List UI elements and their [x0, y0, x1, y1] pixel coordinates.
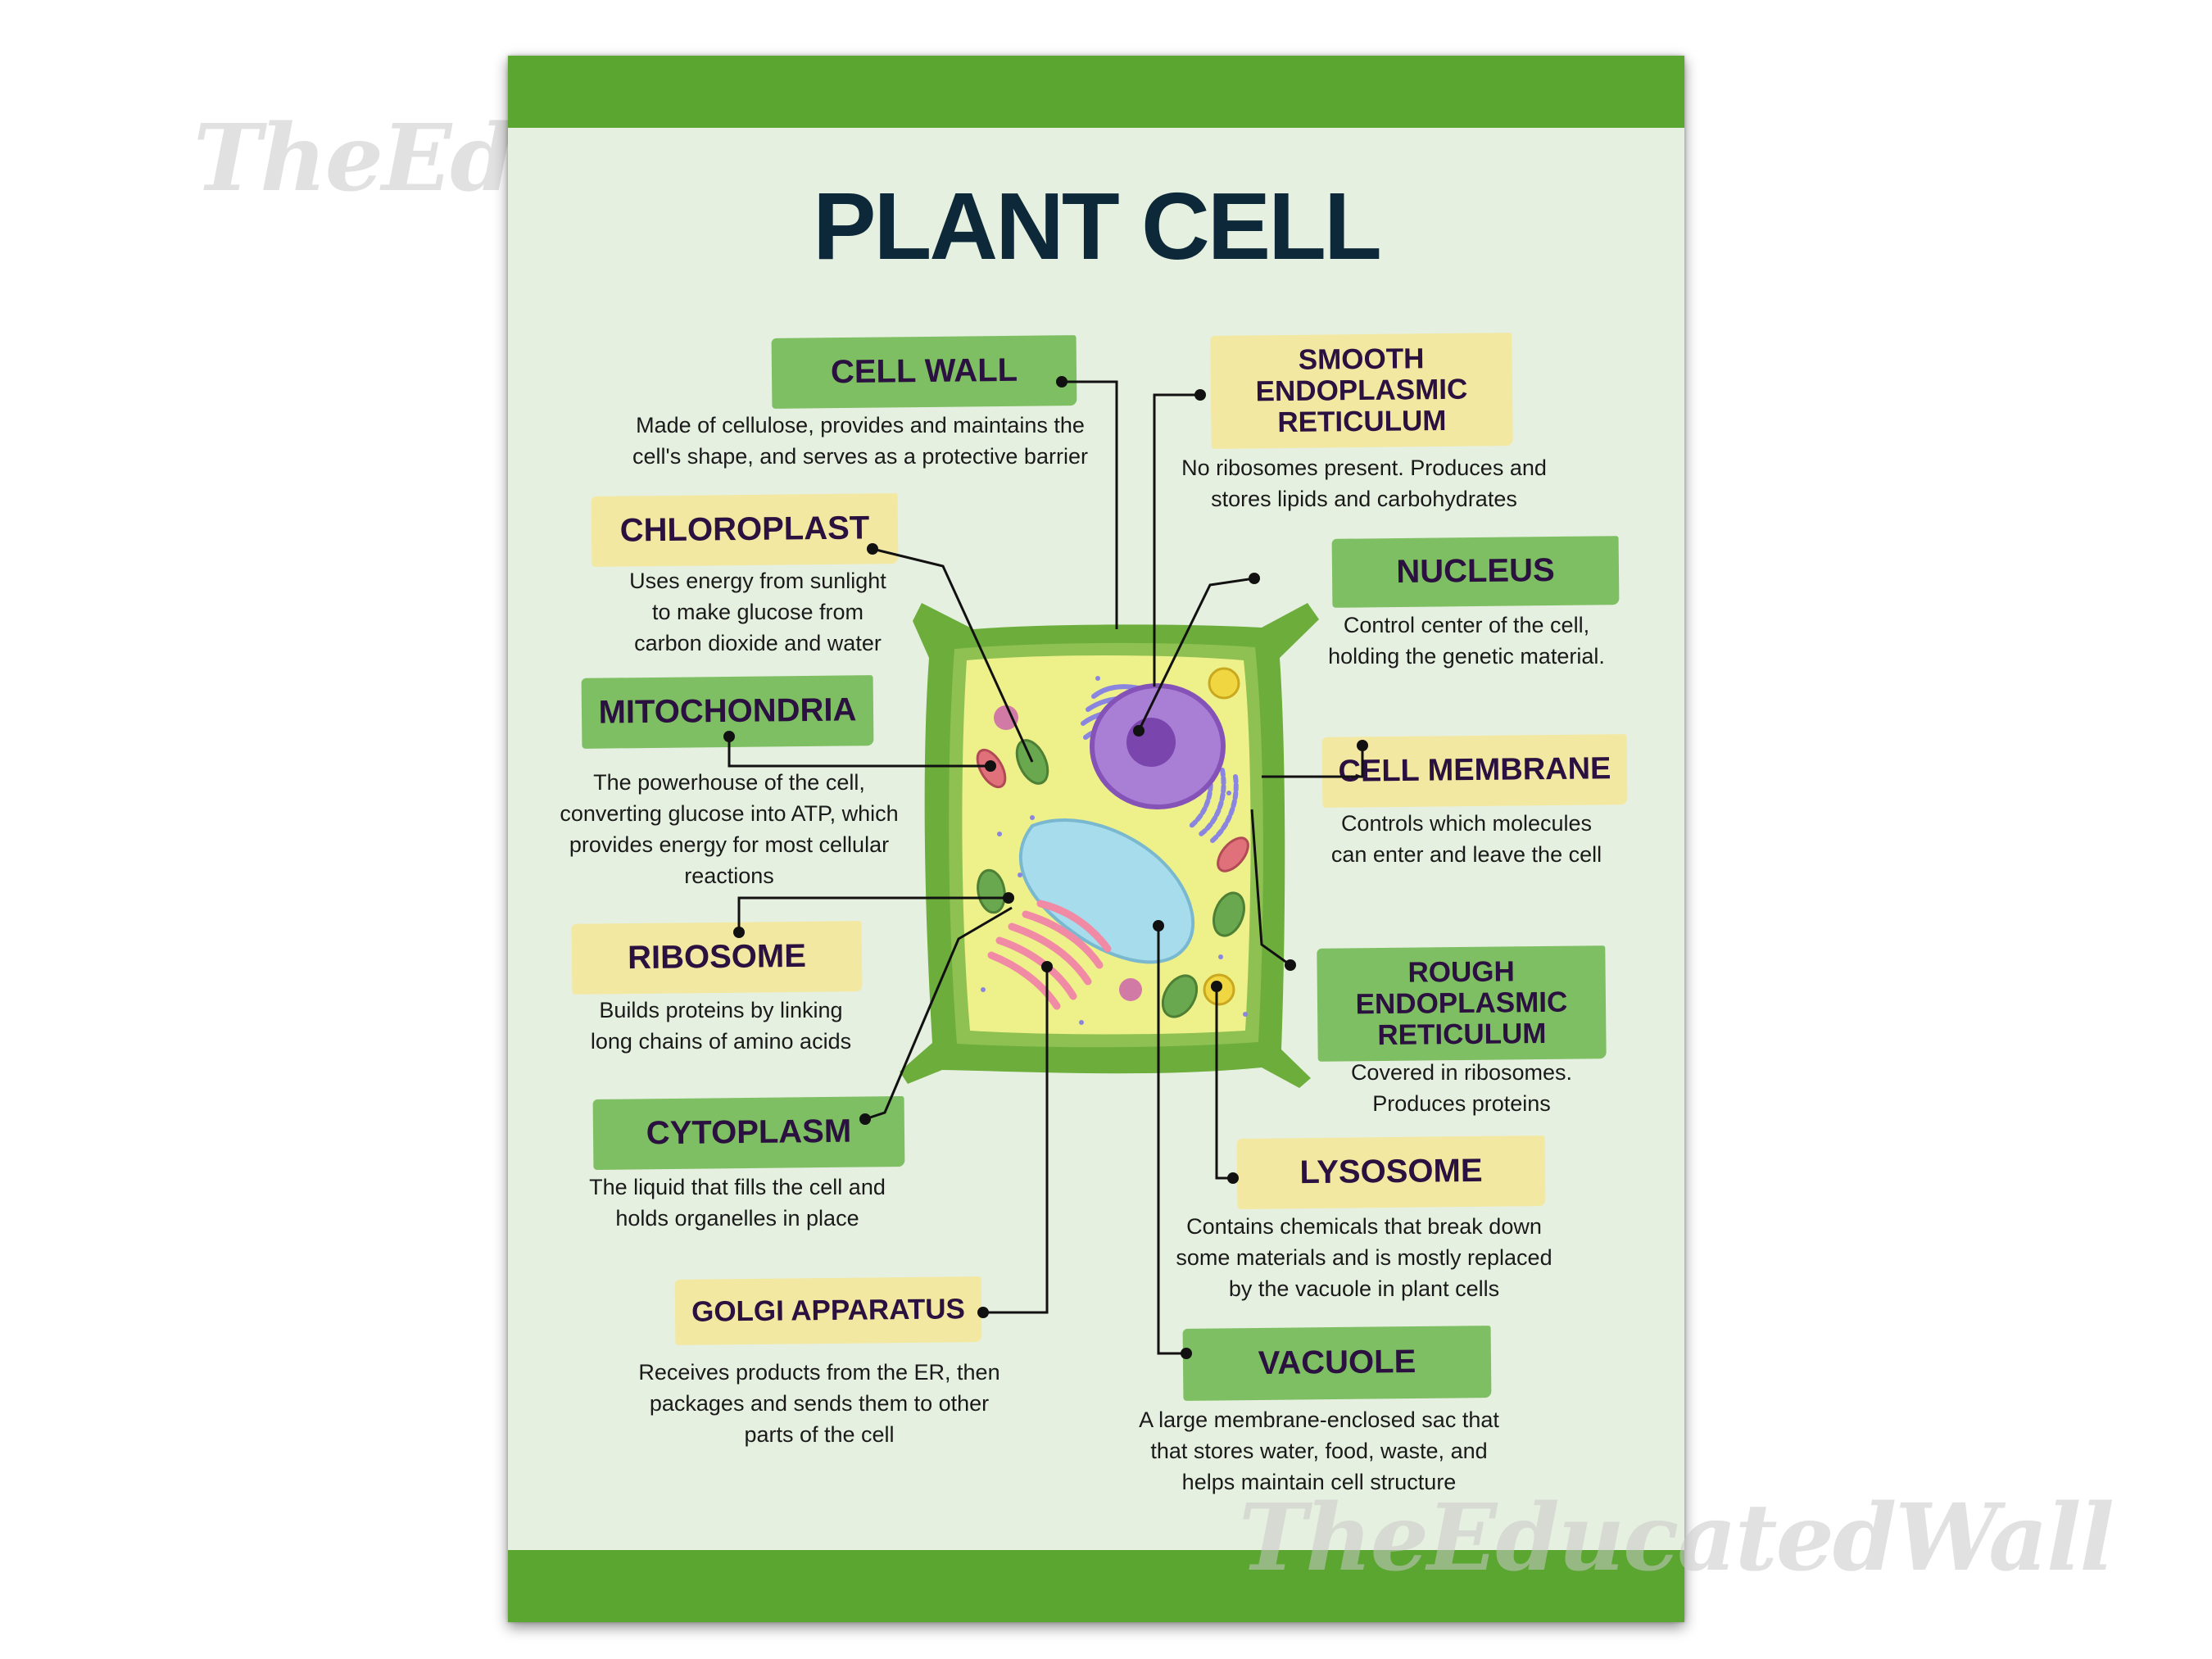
- desc-mitochondria: The powerhouse of the cell,converting gl…: [560, 770, 899, 888]
- leader-dots: [723, 376, 1368, 1359]
- watermark-bottom: TheEducatedWall: [1239, 1484, 2115, 1592]
- chloroplast-shapes: [977, 739, 1245, 1018]
- nucleolus-shape: [1126, 718, 1176, 767]
- desc-cell-wall: Made of cellulose, provides and maintain…: [632, 413, 1088, 469]
- plant-cell-diagram: [723, 376, 1368, 1359]
- top-band: [508, 56, 1684, 128]
- page-title: PLANT CELL: [813, 173, 1382, 279]
- vesicle-shapes: [994, 705, 1142, 1001]
- desc-nucleus: Control center of the cell,holding the g…: [1328, 613, 1605, 669]
- vacuole-shape: [1018, 818, 1194, 964]
- golgi-apparatus-shape: [987, 900, 1112, 1010]
- desc-rough-er: Covered in ribosomes.Produces proteins: [1350, 1060, 1573, 1116]
- ribosome-dots: [981, 676, 1248, 1025]
- mitochondria-shapes: [976, 748, 1249, 873]
- leader-lines: [728, 380, 1364, 1355]
- bottom-band: [508, 1550, 1684, 1622]
- poster: PLANT CELL CELL WALL Made of cellulose, …: [508, 56, 1684, 1622]
